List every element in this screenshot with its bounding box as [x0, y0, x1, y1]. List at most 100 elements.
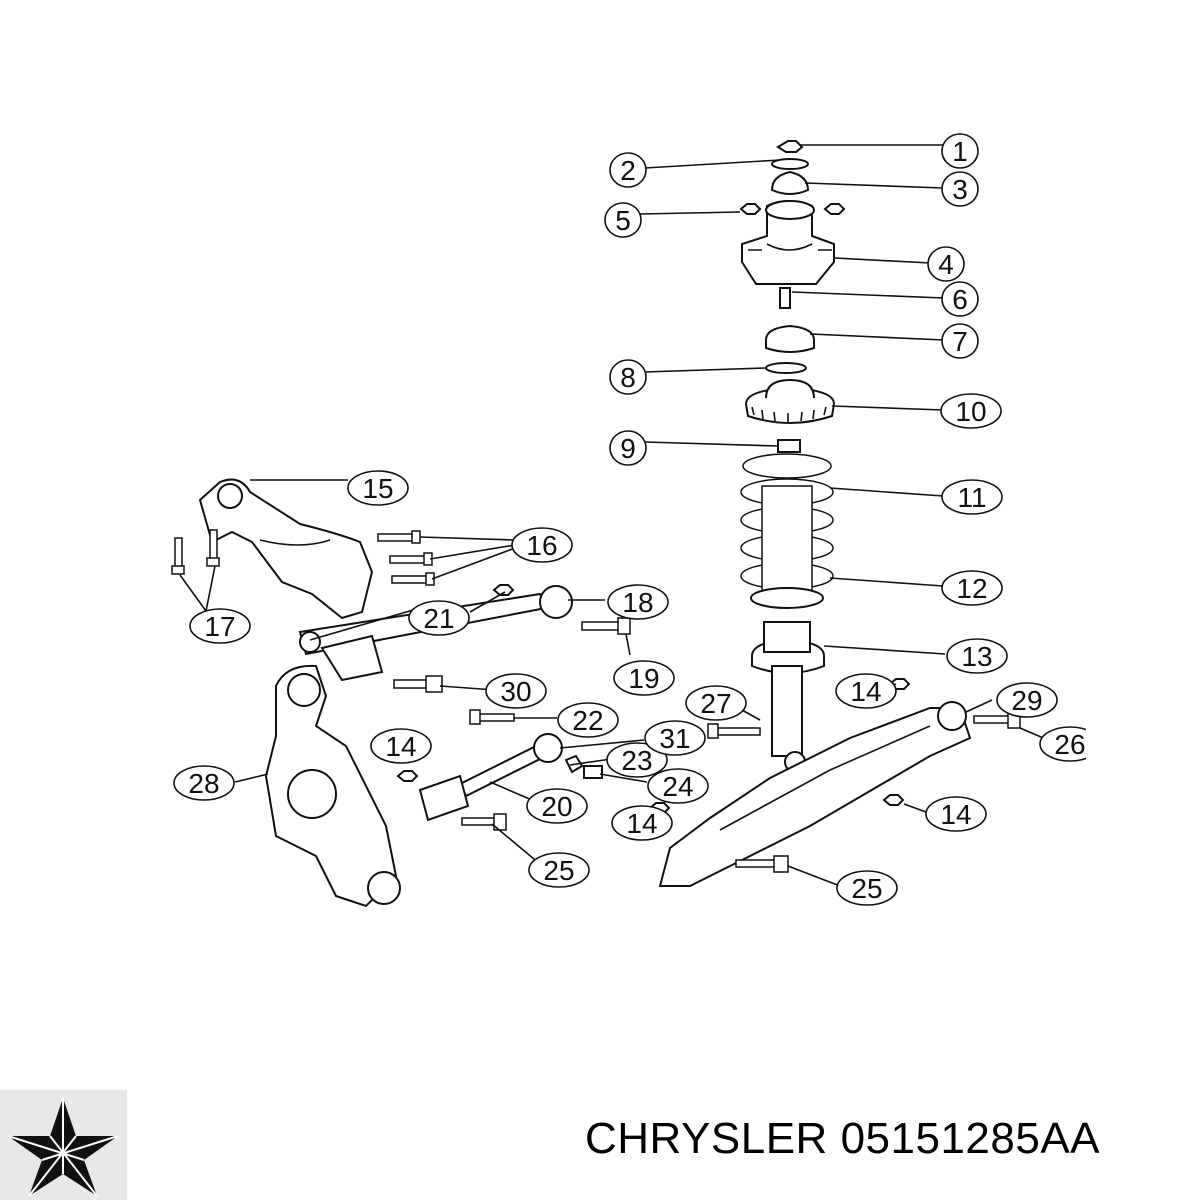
callout-31: 31	[644, 720, 706, 756]
svg-text:9: 9	[620, 433, 636, 464]
callout-2: 2	[609, 152, 647, 188]
part-bushing-24	[583, 765, 603, 779]
callout-26: 26	[1039, 726, 1101, 762]
callout-1: 1	[941, 133, 979, 169]
part-lower-spring-seat	[751, 621, 825, 674]
part-toe-link	[418, 733, 563, 822]
svg-text:21: 21	[423, 603, 454, 634]
callout-14-d: 14	[611, 805, 673, 841]
callout-5: 5	[604, 202, 642, 238]
part-bolt-25-a	[461, 813, 507, 831]
svg-text:1: 1	[952, 136, 968, 167]
svg-text:8: 8	[620, 362, 636, 393]
svg-text:16: 16	[526, 530, 557, 561]
svg-text:30: 30	[500, 676, 531, 707]
svg-text:13: 13	[961, 641, 992, 672]
callout-16: 16	[511, 527, 573, 563]
svg-text:31: 31	[659, 723, 690, 754]
callout-6: 6	[941, 281, 979, 317]
callout-28: 28	[173, 765, 235, 801]
part-coil-spring	[740, 453, 834, 597]
chrysler-pentastar-icon	[0, 1090, 127, 1200]
part-bolts-17	[171, 529, 220, 575]
part-shock-absorber	[771, 665, 803, 757]
part-bolt-30	[393, 675, 443, 693]
callout-8: 8	[609, 359, 647, 395]
part-bolt-19	[581, 617, 631, 635]
callout-25-b: 25	[836, 870, 898, 906]
right-edge-mask	[1086, 720, 1126, 770]
svg-text:10: 10	[955, 396, 986, 427]
callout-10: 10	[940, 393, 1002, 429]
callout-25-a: 25	[528, 852, 590, 888]
svg-text:3: 3	[952, 174, 968, 205]
callout-3: 3	[941, 171, 979, 207]
svg-text:6: 6	[952, 284, 968, 315]
part-sleeve	[779, 287, 791, 309]
svg-text:27: 27	[700, 688, 731, 719]
svg-text:23: 23	[621, 745, 652, 776]
svg-text:28: 28	[188, 768, 219, 799]
callout-27: 27	[685, 685, 747, 721]
svg-text:4: 4	[938, 249, 954, 280]
part-lower-isolator	[750, 587, 824, 609]
svg-text:17: 17	[204, 611, 235, 642]
svg-text:11: 11	[957, 482, 986, 513]
part-caption: CHRYSLER 05151285AA	[585, 1114, 1100, 1164]
part-nut-14-c	[882, 794, 905, 806]
part-jounce-bumper	[777, 439, 801, 453]
part-bolts-16	[377, 530, 435, 586]
callouts: 1 2 3 4 5 6 7 8 9 10 11 12 13 14 14 14 1…	[173, 133, 1101, 906]
part-upper-spring-seat	[744, 378, 836, 424]
callout-17: 17	[189, 608, 251, 644]
svg-text:7: 7	[952, 326, 968, 357]
part-mount-nut-right	[823, 203, 846, 215]
svg-text:19: 19	[628, 663, 659, 694]
callout-15: 15	[347, 470, 409, 506]
callout-13: 13	[946, 638, 1008, 674]
callout-18: 18	[607, 584, 669, 620]
strut-assembly	[739, 140, 846, 773]
part-washer	[771, 158, 809, 170]
part-nut-14-a	[396, 770, 419, 782]
svg-text:18: 18	[622, 587, 653, 618]
callout-30: 30	[485, 673, 547, 709]
part-knuckle	[264, 664, 401, 908]
part-top-nut	[776, 140, 804, 153]
svg-text:12: 12	[956, 573, 987, 604]
callout-14-a: 14	[835, 673, 897, 709]
part-spacer-washer	[765, 362, 807, 374]
callout-7: 7	[941, 323, 979, 359]
svg-text:2: 2	[620, 155, 636, 186]
part-number: 05151285AA	[840, 1114, 1101, 1163]
callout-23: 23	[606, 742, 668, 778]
svg-text:25: 25	[851, 873, 882, 904]
svg-text:29: 29	[1011, 685, 1042, 716]
callout-24: 24	[647, 768, 709, 804]
callout-21: 21	[408, 600, 470, 636]
part-lower-control-arm	[658, 701, 972, 887]
svg-text:15: 15	[362, 473, 393, 504]
part-upper-bushing	[770, 170, 810, 195]
svg-text:14: 14	[626, 808, 657, 839]
svg-text:14: 14	[940, 799, 971, 830]
svg-text:25: 25	[543, 855, 574, 886]
callout-4: 4	[927, 246, 965, 282]
part-mount-nut-left	[739, 203, 762, 215]
callout-9: 9	[609, 430, 647, 466]
callout-14-c: 14	[925, 796, 987, 832]
svg-text:20: 20	[541, 791, 572, 822]
part-bolt-22	[469, 709, 515, 725]
callout-29: 29	[996, 682, 1058, 718]
callout-22: 22	[557, 702, 619, 738]
svg-text:14: 14	[385, 731, 416, 762]
callout-19: 19	[613, 660, 675, 696]
callout-11: 11	[941, 479, 1003, 515]
part-isolator	[765, 324, 815, 353]
callout-12: 12	[941, 570, 1003, 606]
svg-text:5: 5	[615, 205, 631, 236]
svg-text:14: 14	[850, 676, 881, 707]
svg-text:22: 22	[572, 705, 603, 736]
part-bolt-31	[707, 723, 761, 739]
